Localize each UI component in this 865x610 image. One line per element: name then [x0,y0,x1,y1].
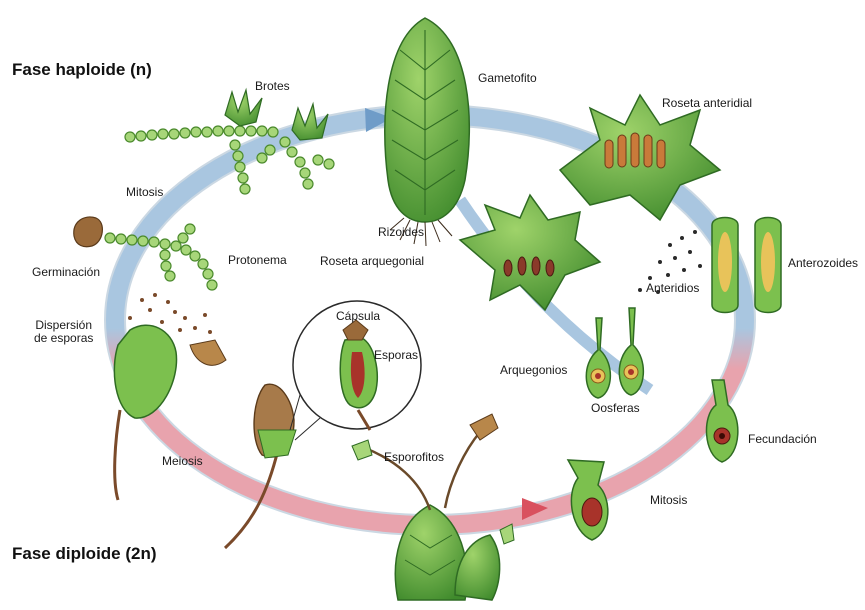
label-gametofito: Gametofito [478,72,537,85]
label-roseta-anteridial: Roseta anteridial [662,97,752,110]
label-anterozoides: Anterozoides [788,257,858,270]
label-esporofitos: Esporofitos [384,451,444,464]
label-rizoides: Rizoides [378,226,424,239]
label-dispersion-esporas: Dispersión de esporas [34,319,93,345]
label-arquegonios: Arquegonios [500,364,567,377]
gametophyte-illustration [385,18,470,246]
label-mitosis-bottom: Mitosis [650,494,687,507]
label-meiosis: Meiosis [162,455,203,468]
label-roseta-arquegonial: Roseta arquegonial [320,255,424,268]
sporophytes-illustration [352,414,514,600]
phase-diploid-label: Fase diploide (2n) [12,544,157,564]
meiosis-capsule-illustration [225,384,296,548]
label-fecundacion: Fecundación [748,433,817,446]
spore-capsule-icon [74,217,103,247]
label-capsula: Cápsula [336,310,380,323]
label-protonema: Protonema [228,254,287,267]
archegonia-illustration [586,308,643,398]
phase-haploid-label: Fase haploide (n) [12,60,152,80]
zygote-mitosis-illustration [568,460,608,540]
label-oosferas: Oosferas [591,402,640,415]
archegonial-rosette-illustration [460,195,600,310]
label-mitosis-top: Mitosis [126,186,163,199]
label-germinacion: Germinación [32,266,100,279]
label-anteridios: Anteridios [646,282,699,295]
label-esporas: Esporas [374,349,418,362]
label-brotes: Brotes [255,80,290,93]
